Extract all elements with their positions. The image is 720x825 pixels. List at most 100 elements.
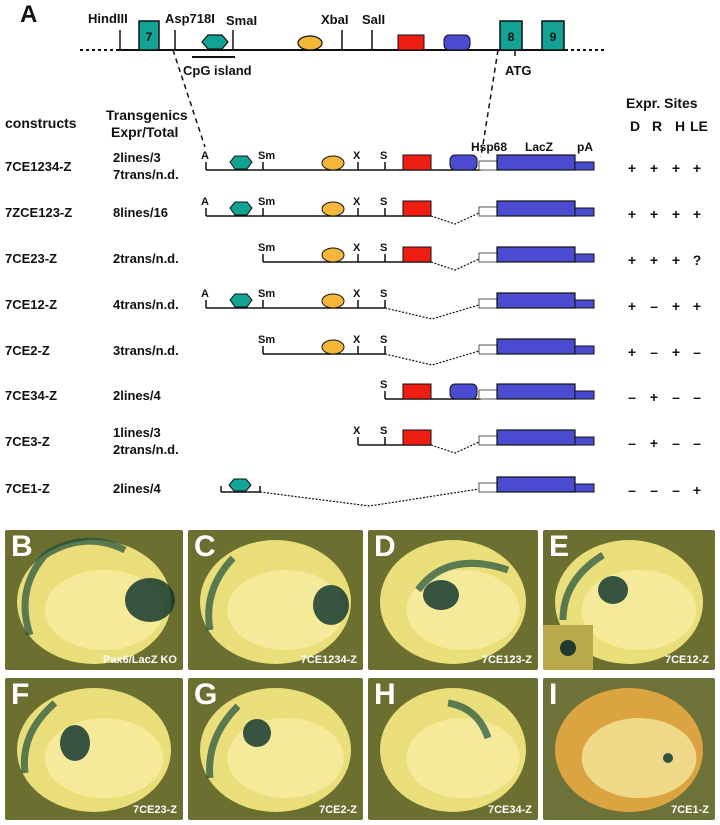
lacz-box: [496, 292, 576, 309]
site-col-le: LE: [690, 118, 708, 134]
site-label-x: X: [353, 150, 361, 162]
exon-8-box: [499, 20, 523, 51]
red-element-icon: [397, 34, 425, 51]
hsp68-promoter-box: [478, 389, 498, 400]
deletion-connector: [430, 212, 480, 225]
yellow-element-icon: [321, 293, 345, 309]
expression-mark: –: [693, 435, 701, 451]
exon-7-label: 7: [146, 30, 153, 44]
red-element-icon: [402, 429, 432, 446]
hsp68-promoter-box: [478, 482, 498, 493]
cpg-island-label: CpG island: [183, 63, 252, 78]
panel-letter: C: [194, 530, 216, 563]
expression-mark: –: [650, 298, 658, 314]
transgenics-count: 2lines/3: [113, 150, 161, 165]
site-col-h: H: [675, 118, 685, 134]
site-label-s: S: [380, 288, 387, 300]
yellow-element-icon: [321, 339, 345, 355]
cpg-hexagon-icon: [201, 34, 229, 50]
expression-mark: +: [628, 206, 636, 222]
panel-caption: 7CE2-Z: [319, 804, 357, 816]
site-label-sm: Sm: [258, 288, 275, 300]
transgenics-count: 2trans/n.d.: [113, 442, 179, 457]
panel-letter: H: [374, 678, 396, 711]
construct-name: 7CE2-Z: [5, 343, 50, 358]
site-label-s: S: [380, 242, 387, 254]
embryo-illustration: [17, 688, 171, 812]
lacz-box: [496, 429, 576, 446]
embryo-photo-h: H 7CE34-Z: [368, 678, 538, 820]
expression-mark: +: [672, 206, 680, 222]
site-label-sm: Sm: [258, 196, 275, 208]
exon-9-label: 9: [550, 30, 557, 44]
expression-mark: ?: [693, 252, 702, 268]
red-element-icon: [402, 200, 432, 217]
lacz-box: [496, 200, 576, 217]
expression-mark: +: [693, 160, 701, 176]
pa-label: pA: [577, 140, 593, 154]
expression-mark: +: [672, 160, 680, 176]
deletion-connector: [430, 258, 480, 271]
lacz-box: [496, 338, 576, 355]
site-smai: SmaI: [226, 13, 257, 28]
site-sali: SalI: [362, 12, 385, 27]
site-label-s: S: [380, 150, 387, 162]
panel-label-a: A: [20, 1, 37, 28]
embryo-illustration: [200, 540, 351, 664]
transgenics-count: 2trans/n.d.: [113, 251, 179, 266]
header-constructs: constructs: [5, 115, 77, 131]
panel-letter: G: [194, 678, 218, 711]
transgenics-count: 2lines/4: [113, 388, 161, 403]
site-label-a: A: [201, 288, 209, 300]
construct-name: 7ZCE123-Z: [5, 205, 72, 220]
transgenics-count: 8lines/16: [113, 205, 168, 220]
panel-caption: 7CE123-Z: [481, 654, 532, 666]
yellow-element-icon: [297, 35, 323, 51]
site-label-x: X: [353, 425, 361, 437]
expression-mark: +: [672, 344, 680, 360]
expression-mark: +: [650, 435, 658, 451]
expression-mark: –: [650, 482, 658, 498]
transgenics-count: 4trans/n.d.: [113, 297, 179, 312]
pa-box: [574, 253, 595, 263]
hsp68-promoter-box: [478, 252, 498, 263]
red-element-icon: [402, 246, 432, 263]
expression-mark: –: [672, 482, 680, 498]
genomic-map: HindIII Asp718I SmaI XbaI SalI 7 CpG isl…: [80, 11, 606, 158]
yellow-element-icon: [321, 155, 345, 171]
panel-caption: 7CE1-Z: [671, 804, 709, 816]
site-label-s: S: [380, 425, 387, 437]
expression-mark: –: [628, 435, 636, 451]
site-col-r: R: [652, 118, 662, 134]
site-label-x: X: [353, 334, 361, 346]
expression-mark: +: [628, 252, 636, 268]
expression-mark: +: [672, 252, 680, 268]
embryo-illustration: [555, 688, 703, 812]
embryo-photo-e: E 7CE12-Z: [543, 530, 715, 670]
red-element-icon: [402, 154, 432, 171]
site-label-sm: Sm: [258, 150, 275, 162]
pa-box: [574, 483, 595, 493]
cpg-hexagon-icon: [229, 201, 253, 216]
expression-mark: +: [693, 482, 701, 498]
yellow-element-icon: [321, 247, 345, 263]
panel-caption: 7CE12-Z: [664, 654, 709, 666]
construct-name: 7CE1234-Z: [5, 159, 72, 174]
embryo-illustration: [380, 688, 526, 812]
panel-letter: E: [549, 530, 570, 563]
expression-mark: –: [650, 344, 658, 360]
expression-mark: +: [628, 298, 636, 314]
pa-box: [574, 161, 595, 171]
site-label-s: S: [380, 334, 387, 346]
panel-letter: I: [549, 678, 558, 711]
expression-mark: +: [650, 206, 658, 222]
cpg-hexagon-icon: [229, 293, 253, 308]
exon-9-box: [541, 20, 565, 51]
expression-mark: +: [693, 206, 701, 222]
expression-mark: +: [693, 298, 701, 314]
hsp68-promoter-box: [478, 160, 498, 171]
construct-diagram: A HindIII Asp718I SmaI XbaI SalI 7 CpG i…: [5, 1, 708, 507]
header-expr-total: Expr/Total: [111, 124, 178, 140]
expression-mark: +: [628, 160, 636, 176]
header-transgenics: Transgenics: [106, 107, 188, 123]
